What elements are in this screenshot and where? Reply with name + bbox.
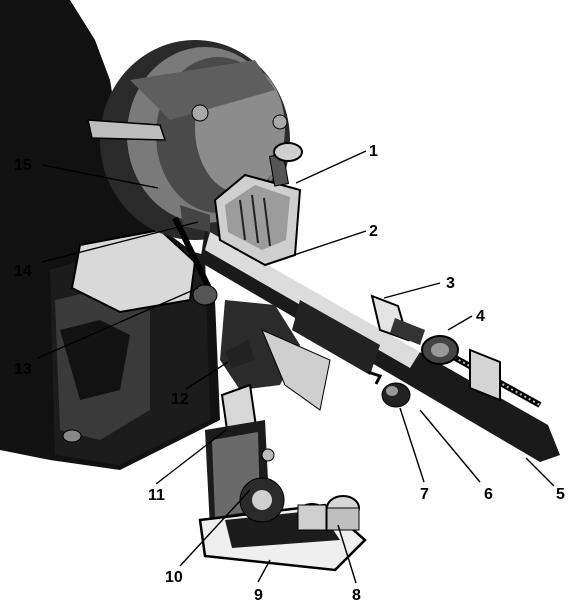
- guard-bolt: [191, 104, 209, 122]
- guide-bar: [200, 230, 560, 462]
- callout-14: 14: [14, 263, 32, 280]
- callout-12: 12: [171, 391, 189, 408]
- callout-13: 13: [14, 361, 32, 378]
- lever-13: [172, 216, 218, 306]
- callout-11: 11: [148, 487, 165, 504]
- callout-8: 8: [352, 587, 361, 604]
- knob-7: [367, 370, 411, 408]
- callout-labels: 1 2 3 4 5 6 7 8 9 10 11 12 13 14 15: [14, 143, 565, 604]
- callout-5: 5: [556, 486, 565, 503]
- callout-6: 6: [484, 486, 493, 503]
- callout-7: 7: [420, 486, 429, 503]
- callout-10: 10: [165, 569, 183, 586]
- callout-1: 1: [369, 143, 378, 160]
- pedestal-bolt: [62, 429, 82, 443]
- callout-2: 2: [369, 223, 378, 240]
- callout-3: 3: [446, 275, 455, 292]
- base-plate: [198, 477, 367, 572]
- callout-4: 4: [476, 308, 485, 325]
- callout-9: 9: [254, 587, 263, 604]
- leader-lines: [37, 150, 555, 584]
- callout-15: 15: [14, 157, 32, 174]
- clamp-head: [180, 142, 303, 267]
